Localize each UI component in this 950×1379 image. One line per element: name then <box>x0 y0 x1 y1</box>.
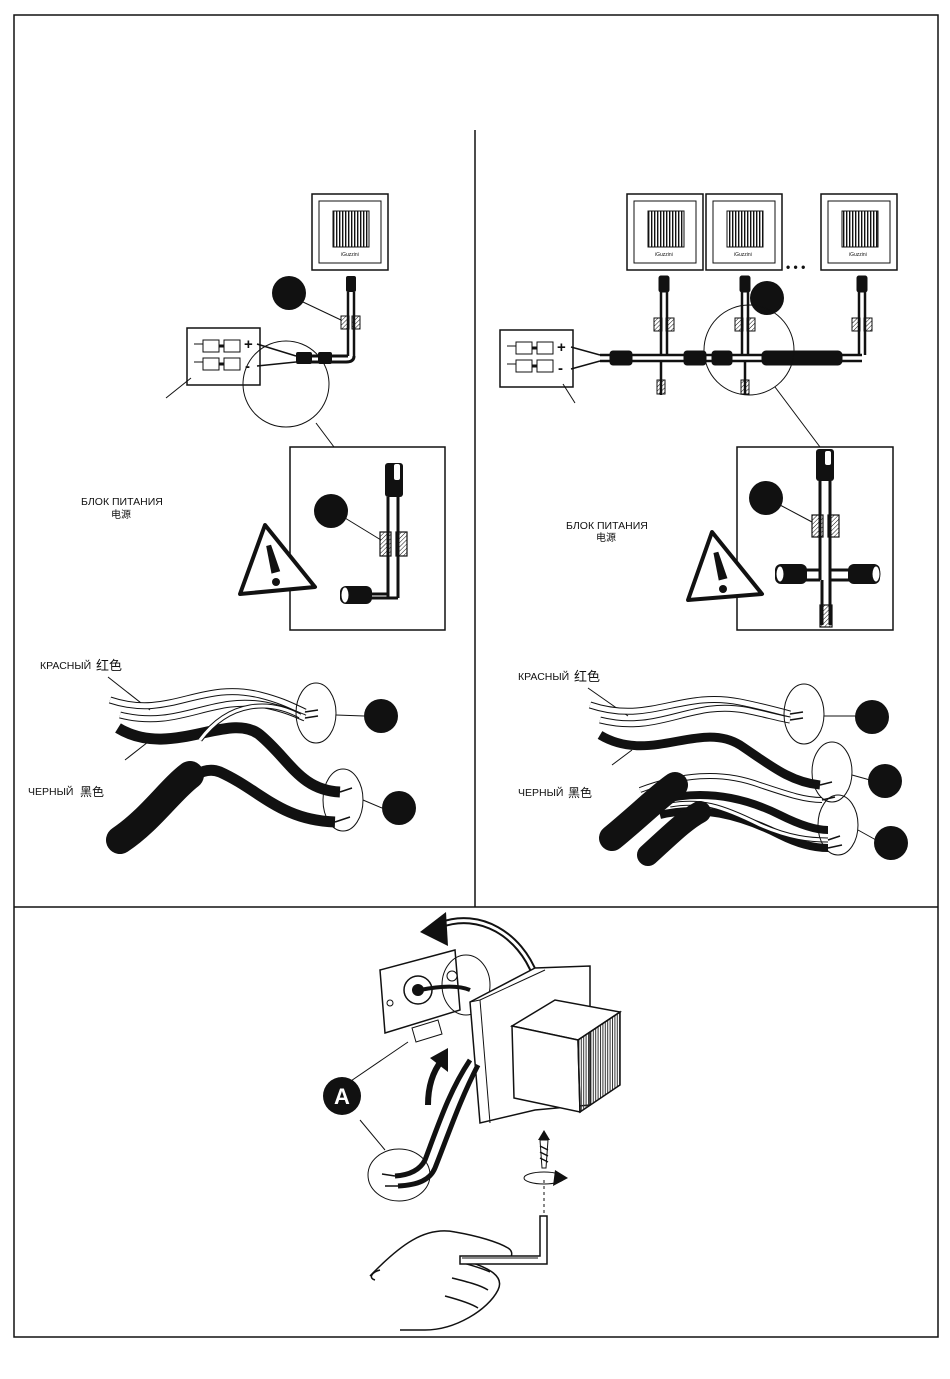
mounting-cables <box>345 1042 478 1201</box>
black-label-cn-right: 黑色 <box>568 786 592 800</box>
bottom-panel-mounting: A <box>323 912 620 1330</box>
marker-a-badge: A <box>323 1077 361 1115</box>
marker-badge <box>855 700 889 734</box>
fixture-logo: iGuzzini <box>655 252 673 258</box>
power-supply-label-cn-left: 电源 <box>111 508 131 521</box>
red-label-ru-right: КРАСНЫЙ <box>518 670 569 683</box>
power-supply-label-ru-right: БЛОК ПИТАНИЯ <box>566 520 648 532</box>
marker-badge <box>364 699 398 733</box>
right-panel-multiple-fixtures: iGuzzini iGuzzini • • • iGuzzini <box>500 194 908 860</box>
bus-cable-right <box>600 351 862 395</box>
insert-arrow-icon <box>428 1048 448 1105</box>
marker-badge <box>874 826 908 860</box>
left-panel-single-fixture: iGuzzini + - <box>28 194 445 840</box>
wires-left <box>110 692 352 840</box>
detail-box-right <box>688 447 893 630</box>
red-label-ru-left: КРАСНЫЙ <box>40 659 91 672</box>
red-label-cn-left: 红色 <box>96 658 122 673</box>
minus-sign: - <box>558 360 563 377</box>
black-label-cn-left: 黑色 <box>80 785 104 799</box>
plus-sign: + <box>244 336 253 353</box>
fixture-right-1: iGuzzini <box>627 194 703 270</box>
wires-right <box>590 699 842 855</box>
power-supply-label-cn-right: 电源 <box>596 531 616 544</box>
power-supply-right: + - <box>500 330 600 403</box>
fixture-logo: iGuzzini <box>734 252 752 258</box>
outer-frame <box>14 15 938 1337</box>
fixture-right-2: iGuzzini <box>706 194 782 270</box>
marker-a-label: A <box>334 1084 350 1109</box>
marker-badge <box>382 791 416 825</box>
fixture-left: iGuzzini <box>312 194 388 270</box>
fixture-right-3: iGuzzini <box>821 194 897 270</box>
black-label-ru-left: ЧЕРНЫЙ <box>28 785 73 798</box>
hand-with-hex-key-icon <box>370 1216 547 1330</box>
minus-sign: - <box>245 358 250 375</box>
marker-badge <box>750 281 784 315</box>
fixture-cable-left <box>296 276 360 364</box>
marker-badge <box>314 494 348 528</box>
fixture-logo: iGuzzini <box>849 252 867 258</box>
red-label-cn-right: 红色 <box>574 669 600 684</box>
plus-sign: + <box>557 339 566 356</box>
power-supply-label-ru-left: БЛОК ПИТАНИЯ <box>81 496 163 508</box>
housing-box <box>470 966 620 1123</box>
more-fixtures-ellipsis: • • • <box>786 260 805 274</box>
fixture-logo-left: iGuzzini <box>341 252 359 258</box>
screw-icon <box>524 1130 568 1215</box>
detail-box-left <box>240 447 445 630</box>
marker-badge <box>272 276 306 310</box>
power-supply-left: + - <box>166 328 296 398</box>
marker-badge <box>868 764 902 798</box>
black-label-ru-right: ЧЕРНЫЙ <box>518 786 563 799</box>
marker-badge <box>749 481 783 515</box>
